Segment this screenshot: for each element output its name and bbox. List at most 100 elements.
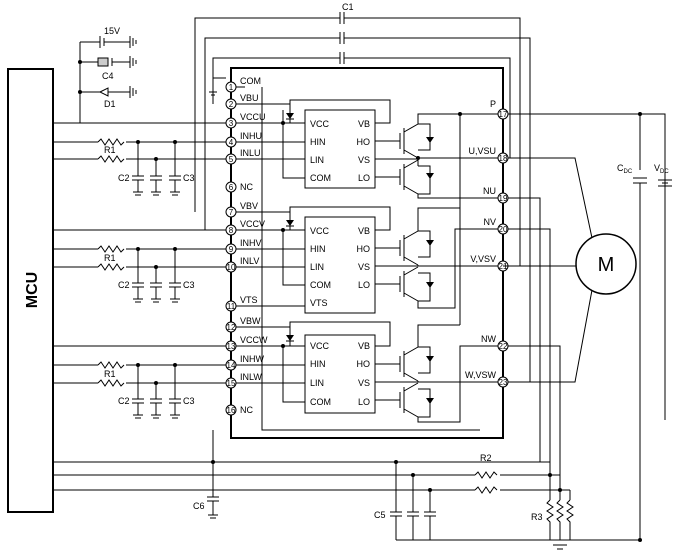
c5-label: C5: [374, 510, 386, 520]
pin-name: U,VSU: [468, 146, 496, 156]
filter-capacitor-icon: [132, 142, 181, 419]
driver-pin-label: VCC: [310, 341, 330, 351]
pin-number: 20: [499, 225, 508, 234]
pin-number: 3: [229, 119, 234, 128]
pin-name: INHU: [240, 131, 262, 141]
r1-label: R1: [104, 253, 116, 263]
pin-name: NV: [483, 217, 496, 227]
driver-pin-label: VB: [358, 119, 370, 129]
driver-pin-label: LO: [358, 397, 370, 407]
pin-number: 22: [499, 342, 508, 351]
mcu-block: MCU: [7, 68, 54, 513]
pin-number: 5: [229, 155, 234, 164]
pin-number: 11: [227, 302, 236, 311]
pin-name: INLU: [240, 148, 261, 158]
dc-link: [633, 177, 672, 540]
mcu-signal-lines: [53, 122, 570, 491]
pin-name: VCCU: [240, 112, 266, 122]
driver-pin-label: LO: [358, 173, 370, 183]
ground-icon: [209, 78, 217, 96]
vdc-label: VDC: [654, 163, 669, 175]
gate-driver-w: VCC HIN LIN COM VB HO VS LO: [304, 334, 376, 414]
shunt-network: [207, 197, 640, 550]
pin-number: 12: [227, 323, 236, 332]
driver-pin-label: VB: [358, 226, 370, 236]
pin-1: 1 COM: [225, 76, 261, 93]
driver-pin-label: HIN: [310, 137, 326, 147]
pin-9: 9 INHV: [225, 238, 262, 255]
pin-name: INLV: [240, 256, 259, 266]
driver-pin-label: LIN: [310, 155, 324, 165]
driver-pin-label: VS: [358, 155, 370, 165]
internal-wiring: [236, 86, 480, 431]
pin-number: 4: [229, 138, 234, 147]
driver-pin-label: COM: [310, 397, 331, 407]
pin-6: 6 NC: [225, 181, 253, 193]
c1-label: C1: [342, 2, 354, 12]
pin-name: NC: [240, 182, 253, 192]
driver-pin-label: LO: [358, 280, 370, 290]
supply-network: [79, 36, 137, 123]
pin-number: 1: [229, 83, 234, 92]
driver-pin-label: HIN: [310, 359, 326, 369]
pin-number: 9: [229, 245, 234, 254]
c2-label: C2: [118, 173, 130, 183]
pin-number: 23: [499, 378, 508, 387]
driver-pin-label: HO: [357, 244, 371, 254]
pin-name: P: [490, 99, 496, 109]
c6-label: C6: [193, 501, 205, 511]
pin-name: NU: [483, 186, 496, 196]
driver-pin-label: VCC: [310, 119, 330, 129]
igbt-bridge: [375, 113, 498, 423]
pin-23: 23 W,VSW: [465, 370, 509, 388]
driver-pin-label: VB: [358, 341, 370, 351]
pin-number: 19: [499, 194, 508, 203]
pin-number: 8: [229, 226, 234, 235]
r1-label: R1: [104, 369, 116, 379]
driver-pin-label: COM: [310, 173, 331, 183]
bootstrap-diode-u-icon: [286, 113, 294, 120]
pin-name: INLW: [240, 372, 262, 382]
pin-name: VBV: [240, 201, 258, 211]
pin-number: 14: [227, 361, 236, 370]
pin-16: 16 NC: [225, 404, 253, 416]
driver-pin-label: VS: [358, 262, 370, 272]
pin-number: 18: [499, 154, 508, 163]
mcu-label: MCU: [24, 272, 41, 308]
pin-number: 2: [229, 100, 234, 109]
pin-19: 19 NU: [483, 186, 509, 204]
driver-pin-label: HO: [357, 359, 371, 369]
pin-name: V,VSV: [470, 254, 496, 264]
pin-number: 6: [229, 183, 234, 192]
right-pin-group: 17 P 18 U,VSU 19 NU 20 NV 21 V,VSV 22 NW: [465, 99, 509, 388]
c3-label: C3: [183, 396, 195, 406]
driver-pin-label: VTS: [310, 298, 328, 308]
c3-label: C3: [183, 173, 195, 183]
c4-label: C4: [102, 71, 114, 81]
pin-3: 3 VCCU: [225, 112, 266, 129]
pin-number: 16: [227, 406, 236, 415]
c2-label: C2: [118, 396, 130, 406]
driver-pin-label: COM: [310, 280, 331, 290]
pin-name: VCCV: [240, 219, 265, 229]
pin-20: 20 NV: [483, 217, 509, 235]
cdc-label: CDC: [617, 163, 633, 175]
pin-name: VBU: [240, 93, 259, 103]
driver-pin-label: VS: [358, 378, 370, 388]
r1-label: R1: [104, 145, 116, 155]
driver-pin-label: LIN: [310, 378, 324, 388]
pin-number: 17: [499, 110, 508, 119]
c3-label: C3: [183, 280, 195, 290]
driver-pin-label: HIN: [310, 244, 326, 254]
driver-pin-label: LIN: [310, 262, 324, 272]
pin-17: 17 P: [490, 99, 509, 120]
15v-label: 15V: [104, 26, 120, 36]
r3-label: R3: [531, 512, 543, 522]
gate-driver-u: VCC HIN LIN COM VB HO VS LO: [304, 109, 376, 189]
pin-11: 11 VTS: [225, 295, 258, 312]
left-pin-group: 1 COM 2 VBU 3 VCCU 4 INHU 5 INLU 6 NC: [225, 76, 268, 416]
pin-number: 15: [227, 379, 236, 388]
pin-name: NC: [240, 405, 253, 415]
bootstrap-diode-v-icon: [286, 220, 294, 227]
